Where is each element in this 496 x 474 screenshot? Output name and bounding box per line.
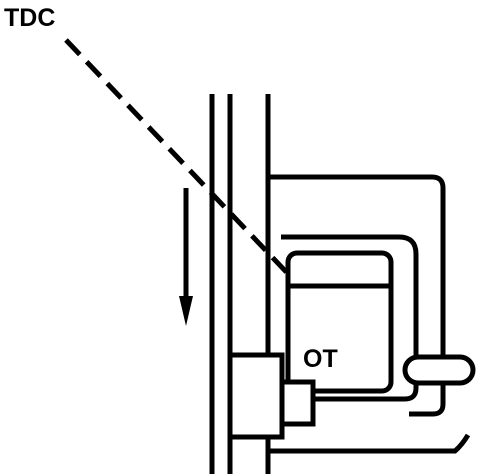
ot-mark-window — [285, 250, 394, 394]
lower-bracket — [268, 433, 471, 454]
mount-stub — [279, 379, 316, 427]
tdc-label: TDC — [4, 4, 55, 32]
inner-guide — [281, 234, 419, 402]
outer-bracket — [268, 174, 446, 417]
locking-pin — [402, 354, 476, 386]
ot-label: OT — [303, 345, 338, 373]
tdc-leader-line — [64, 38, 294, 280]
mount-block — [227, 352, 285, 440]
direction-arrow — [179, 188, 193, 326]
